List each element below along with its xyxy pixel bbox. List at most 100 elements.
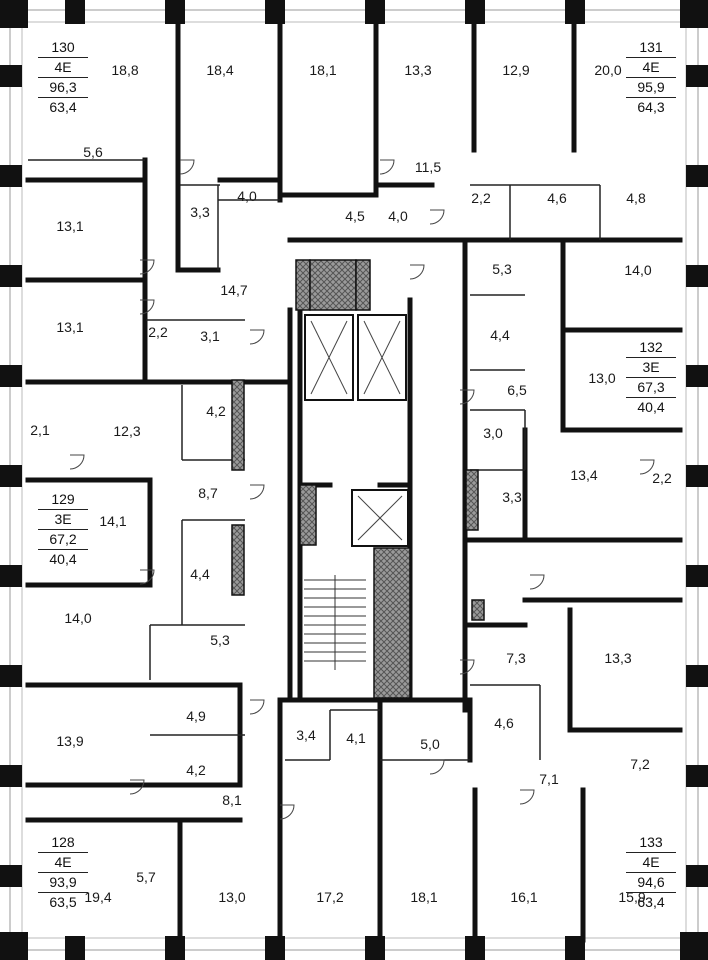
apartment-number: 131: [626, 38, 676, 58]
corner-column: [0, 0, 28, 28]
column-right: [686, 265, 708, 287]
elevator-cross: [357, 495, 403, 541]
door-swing: [459, 659, 475, 675]
column-right: [686, 365, 708, 387]
hatched-shaft: [309, 259, 357, 311]
column-top: [265, 0, 285, 24]
apartment-total-area: 94,6: [626, 873, 676, 893]
door-swing: [139, 569, 155, 585]
apartment-total-area: 93,9: [38, 873, 88, 893]
room-area-label: 7,3: [506, 650, 526, 666]
room-area-label: 4,6: [547, 190, 567, 206]
hatched-shaft: [231, 379, 245, 471]
column-top: [465, 0, 485, 24]
door-swing: [139, 299, 155, 315]
apartment-number: 129: [38, 490, 88, 510]
column-right: [686, 865, 708, 887]
room-area-label: 13,4: [570, 467, 598, 483]
hatched-shaft: [295, 259, 311, 311]
room-area-label: 8,7: [198, 485, 218, 501]
room-area-label: 11,5: [414, 159, 442, 175]
room-area-label: 13,1: [56, 218, 84, 234]
column-left: [0, 865, 22, 887]
apartment-rooms: 4E: [38, 58, 88, 78]
apartment-number: 132: [626, 338, 676, 358]
room-area-label: 18,1: [410, 889, 438, 905]
room-area-label: 6,5: [507, 382, 527, 398]
corner-column: [0, 932, 28, 960]
apartment-rooms: 3E: [38, 510, 88, 530]
room-area-label: 4,2: [186, 762, 206, 778]
column-bottom: [565, 936, 585, 960]
room-area-label: 4,9: [186, 708, 206, 724]
apartment-total-area: 67,3: [626, 378, 676, 398]
elevator-cross: [363, 320, 401, 395]
door-swing: [249, 329, 265, 345]
room-area-label: 4,1: [346, 730, 366, 746]
apartment-rooms: 3E: [626, 358, 676, 378]
room-area-label: 13,0: [588, 370, 616, 386]
column-right: [686, 165, 708, 187]
hatched-shaft: [355, 259, 371, 311]
column-left: [0, 65, 22, 87]
column-bottom: [165, 936, 185, 960]
column-left: [0, 565, 22, 587]
apartment-number: 130: [38, 38, 88, 58]
door-swing: [519, 789, 535, 805]
room-area-label: 4,8: [626, 190, 646, 206]
corner-column: [680, 0, 708, 28]
column-right: [686, 665, 708, 687]
room-area-label: 4,2: [206, 403, 226, 419]
room-area-label: 20,0: [594, 62, 622, 78]
door-swing: [69, 454, 85, 470]
apartment-number: 133: [626, 833, 676, 853]
apartment-living-area: 63,4: [49, 99, 77, 115]
room-area-label: 5,0: [420, 736, 440, 752]
room-area-label: 4,5: [345, 208, 365, 224]
room-area-label: 19,4: [84, 889, 112, 905]
room-area-label: 3,4: [296, 727, 316, 743]
door-swing: [429, 209, 445, 225]
room-area-label: 13,3: [404, 62, 432, 78]
apartment-living-area: 64,3: [637, 99, 665, 115]
apartment-rooms: 4E: [38, 853, 88, 873]
apartment-living-area: 63,5: [49, 894, 77, 910]
room-area-label: 3,3: [502, 489, 522, 505]
apartment-living-area: 40,4: [49, 551, 77, 567]
hatched-shaft: [373, 547, 411, 699]
door-swing: [429, 759, 445, 775]
door-swing: [379, 159, 395, 175]
room-area-label: 12,9: [502, 62, 530, 78]
column-left: [0, 365, 22, 387]
hatched-shaft: [299, 484, 317, 546]
room-area-label: 13,1: [56, 319, 84, 335]
hatched-shaft: [465, 469, 479, 531]
column-left: [0, 465, 22, 487]
room-area-label: 14,0: [624, 262, 652, 278]
hatched-shaft: [471, 599, 485, 621]
apartment-living-area: 40,4: [637, 399, 665, 415]
column-bottom: [465, 936, 485, 960]
column-top: [165, 0, 185, 24]
door-swing: [139, 259, 155, 275]
room-area-label: 8,1: [222, 792, 242, 808]
room-area-label: 2,2: [148, 324, 168, 340]
elevator-cross: [310, 320, 348, 395]
room-area-label: 3,0: [483, 425, 503, 441]
door-swing: [129, 779, 145, 795]
door-swing: [249, 699, 265, 715]
room-area-label: 5,6: [83, 144, 103, 160]
room-area-label: 2,2: [652, 470, 672, 486]
door-swing: [279, 804, 295, 820]
room-area-label: 7,1: [539, 771, 559, 787]
room-area-label: 14,0: [64, 610, 92, 626]
room-area-label: 4,4: [490, 327, 510, 343]
column-left: [0, 765, 22, 787]
